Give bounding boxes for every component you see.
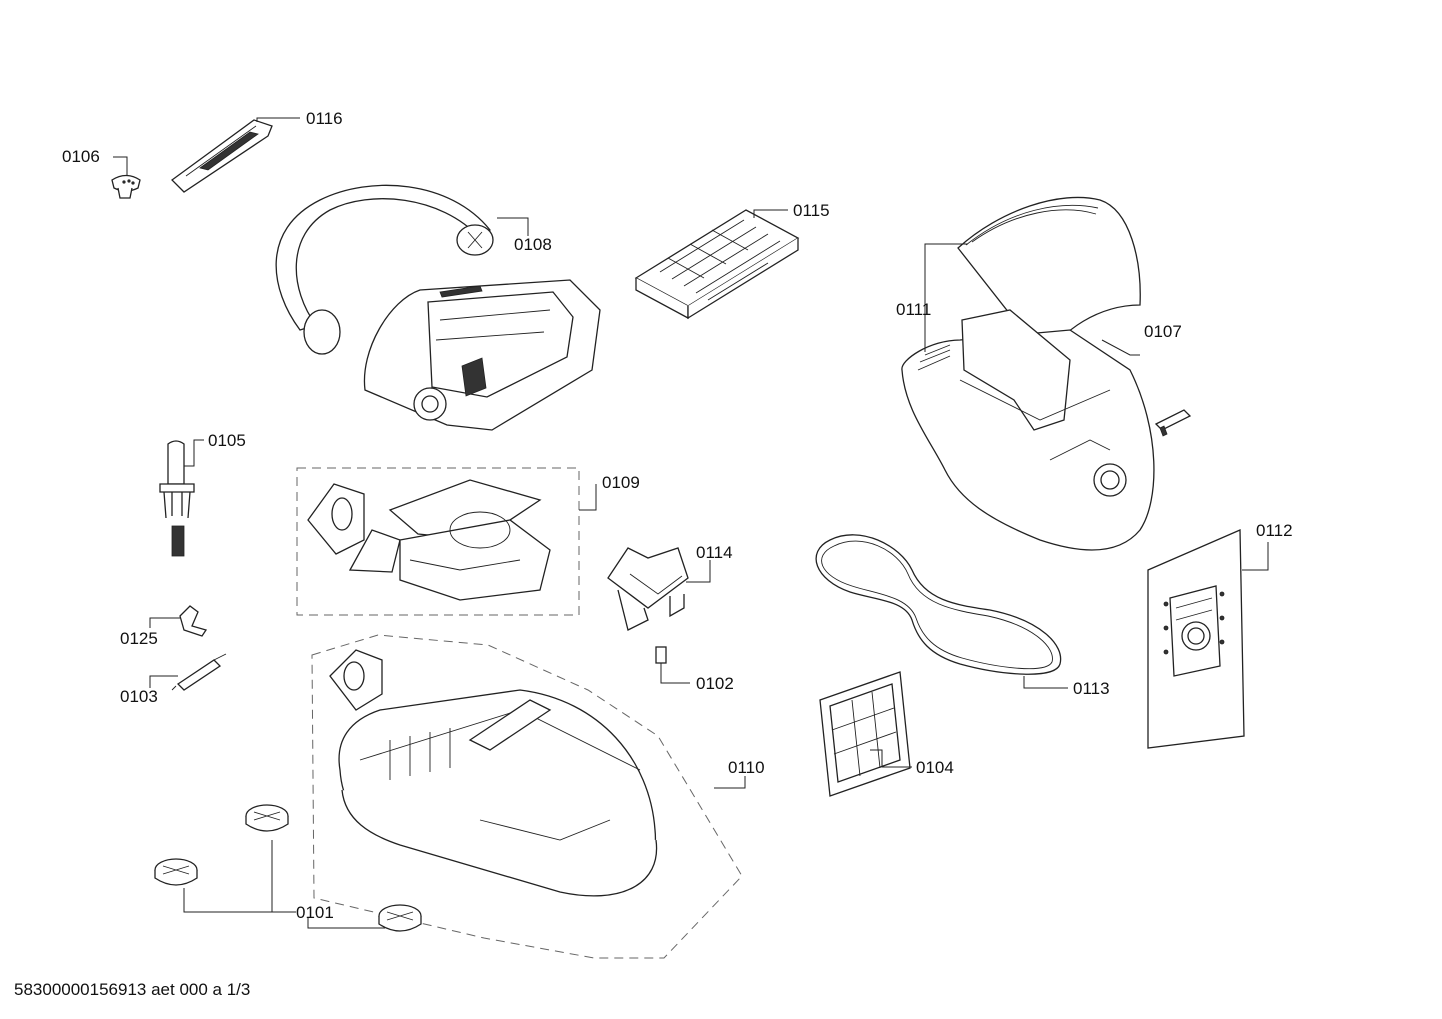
part-0116-handle-cover[interactable] [171,119,273,193]
part-0104-grille[interactable] [819,671,911,797]
part-0107-latch[interactable] [1154,409,1192,437]
leader-0113 [1023,676,1068,689]
label-0112: 0112 [1256,521,1293,540]
leader-0125 [149,617,180,628]
part-0102-tag[interactable] [655,646,667,664]
label-0108: 0108 [514,235,552,254]
label-0105: 0105 [208,431,246,450]
leader-0104 [870,749,912,768]
label-0106: 0106 [62,147,100,166]
leader-0106 [113,156,128,175]
part-0110-lower-housing[interactable] [329,649,658,897]
leader-0103 [149,675,178,688]
leader-0114 [686,560,711,583]
label-0101: 0101 [296,903,334,922]
leader-0101-b [183,888,272,913]
part-0111-lid[interactable] [957,196,1141,362]
label-0109: 0109 [602,473,640,492]
part-0101-wheel-c[interactable] [378,904,422,932]
label-0104: 0104 [916,758,954,777]
label-0102: 0102 [696,674,734,693]
part-0109-frame[interactable] [307,479,551,601]
label-0107: 0107 [1144,322,1182,341]
part-0107-rear-housing[interactable] [901,309,1155,551]
part-0115-filter[interactable] [634,209,800,320]
part-0113-seal[interactable] [815,534,1062,675]
leader-0108 [497,217,529,236]
leader-0109 [579,484,597,511]
part-0105-pin[interactable] [159,440,195,557]
part-0101-wheel-b[interactable] [154,858,198,886]
part-0114-bracket[interactable] [607,547,689,631]
group-box-0109 [296,467,580,616]
part-0125-clip[interactable] [179,605,208,637]
leader-0102 [660,663,690,684]
leader-0101-c [307,918,385,929]
label-0115: 0115 [793,201,830,220]
label-0116: 0116 [306,109,343,128]
part-0108-upper-housing[interactable] [363,279,601,431]
label-0110: 0110 [728,758,765,777]
part-0101-wheel-a[interactable] [245,804,289,832]
leader-0107 [1101,339,1140,356]
label-0125: 0125 [120,629,158,648]
part-0103-cable[interactable] [171,653,227,691]
leader-0110 [714,776,746,789]
leader-0112 [1242,542,1269,571]
part-0108-handle[interactable] [275,184,494,355]
label-0113: 0113 [1073,679,1110,698]
label-0111: 0111 [896,300,931,319]
label-0103: 0103 [120,687,158,706]
leader-0116 [256,117,300,122]
label-0114: 0114 [696,543,733,562]
part-0106-cap[interactable] [111,174,141,199]
leader-0101-a [271,840,296,913]
group-outline-0110 [311,634,743,959]
leader-0105 [184,439,204,467]
leader-0115 [753,209,788,218]
drawing-number-footer: 58300000156913 aet 000 a 1/3 [14,980,251,999]
part-0112-dust-bag[interactable] [1147,529,1245,749]
leader-0111 [924,243,968,352]
